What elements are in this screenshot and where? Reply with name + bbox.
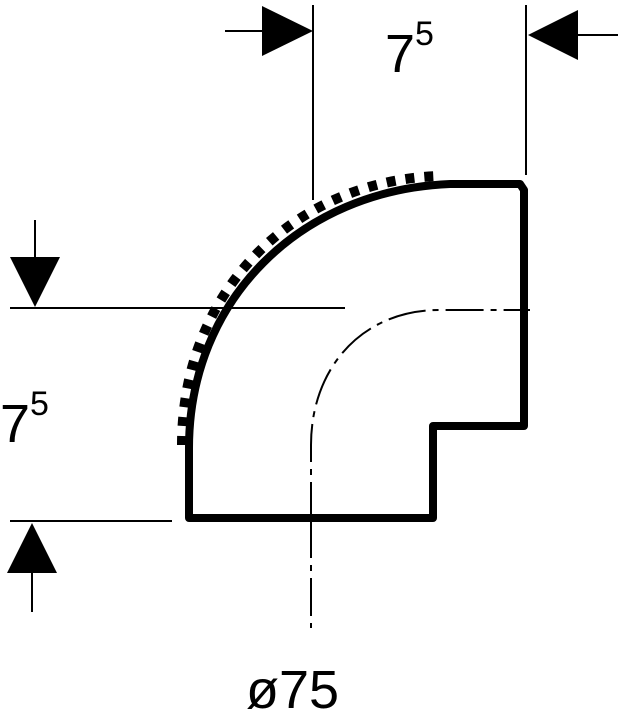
- left-lower-arrow-head: [7, 523, 57, 573]
- top-left-arrow-head: [262, 6, 313, 56]
- diameter-label: ø75: [246, 660, 339, 718]
- top-dimension-exponent: 5: [415, 15, 434, 53]
- top-right-arrow-head: [528, 10, 578, 60]
- bend-centerline: [310, 309, 530, 520]
- top-dimension-label: 75: [385, 15, 434, 84]
- top-dimension-base: 7: [385, 24, 415, 84]
- socket-ribs: [177, 171, 441, 446]
- left-upper-arrow-head: [10, 257, 60, 307]
- left-dimension-label: 75: [0, 385, 49, 454]
- left-dimension-base: 7: [0, 394, 30, 454]
- left-dimension-exponent: 5: [30, 385, 49, 423]
- pipe-bend-outline: [185, 180, 528, 522]
